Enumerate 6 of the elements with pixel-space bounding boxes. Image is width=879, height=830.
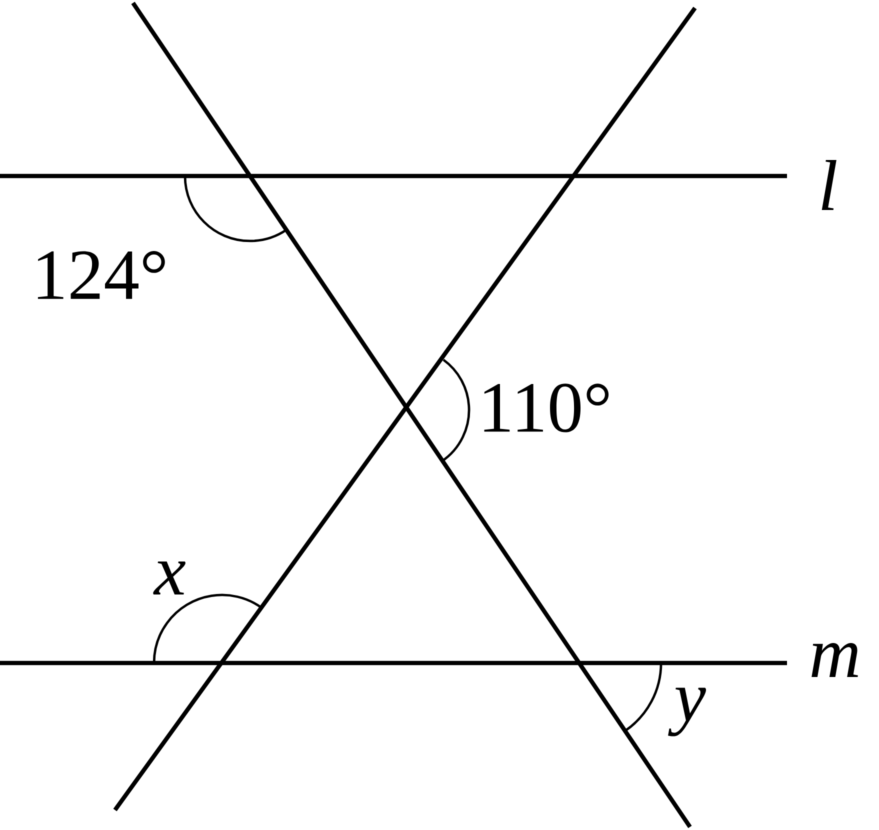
angle-label: x [153,561,186,594]
angle-label: y [668,688,706,736]
angle-label: m [812,643,858,677]
angle-label: 110° [484,384,609,432]
angle-label: 124° [38,251,165,299]
angle-label: l [822,160,836,210]
